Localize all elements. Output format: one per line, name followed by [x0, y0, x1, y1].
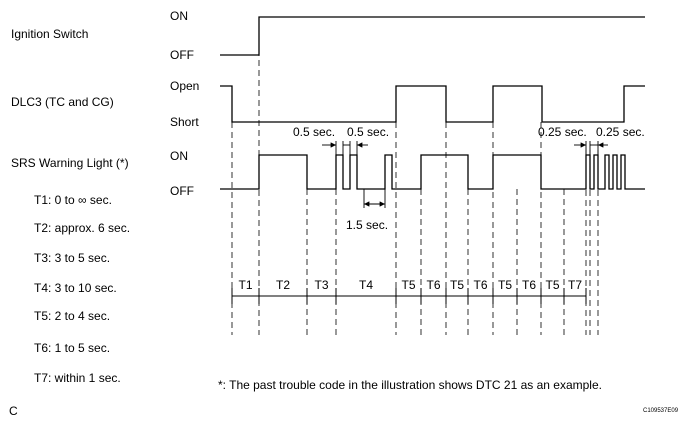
segment-label: T6	[522, 278, 536, 292]
dlc3-waveform	[220, 85, 645, 123]
segment-label: T5	[450, 278, 464, 292]
timing-legend-item: T6: 1 to 5 sec.	[34, 341, 111, 355]
footnote: *: The past trouble code in the illustra…	[218, 378, 602, 392]
dlc3-label: DLC3 (TC and CG)	[11, 95, 114, 109]
segment-label: T6	[473, 278, 487, 292]
timing-legend-item: T4: 3 to 10 sec.	[34, 281, 117, 295]
timing-legend-item: T7: within 1 sec.	[34, 371, 121, 385]
segment-label: T3	[314, 278, 328, 292]
segment-label: T6	[426, 278, 440, 292]
srs-waveform	[220, 154, 645, 190]
timing-legend-item: T2: approx. 6 sec.	[34, 221, 131, 235]
dlc3-short-label: Short	[170, 115, 199, 129]
segment-label: T2	[276, 278, 290, 292]
corner-letter: C	[9, 404, 18, 418]
timing-legend-item: T1: 0 to ∞ sec.	[34, 193, 112, 207]
segment-label: T4	[359, 278, 373, 292]
annotation-one-five-sec: 1.5 sec.	[346, 218, 389, 232]
srs-off-label: OFF	[170, 184, 194, 198]
segment-label: T7	[568, 278, 582, 292]
segment-label: T1	[238, 278, 252, 292]
dimension-arrows	[322, 141, 608, 208]
dashed-guides	[231, 20, 599, 335]
annotation-quarter-sec-b: 0.25 sec.	[596, 125, 645, 139]
srs-label: SRS Warning Light (*)	[11, 156, 129, 170]
annotation-half-sec-a: 0.5 sec.	[293, 125, 336, 139]
dlc3-open-label: Open	[170, 79, 200, 93]
ignition-waveform	[220, 16, 645, 56]
segment-bar	[231, 288, 587, 304]
ignition-on-label: ON	[170, 9, 188, 23]
segment-label: T5	[498, 278, 512, 292]
timing-legend-item: T3: 3 to 5 sec.	[34, 251, 111, 265]
figure-code: C109537E09	[643, 408, 679, 414]
ignition-label: Ignition Switch	[11, 27, 89, 41]
srs-on-label: ON	[170, 149, 188, 163]
segment-labels: T1 T2 T3 T4 T5 T6 T5 T6 T5 T6 T5 T7	[238, 278, 582, 292]
segment-label: T5	[545, 278, 559, 292]
timing-legend-item: T5: 2 to 4 sec.	[34, 309, 111, 323]
ignition-off-label: OFF	[170, 48, 194, 62]
annotation-quarter-sec-a: 0.25 sec.	[538, 125, 587, 139]
segment-label: T5	[401, 278, 415, 292]
annotation-half-sec-b: 0.5 sec.	[347, 125, 390, 139]
